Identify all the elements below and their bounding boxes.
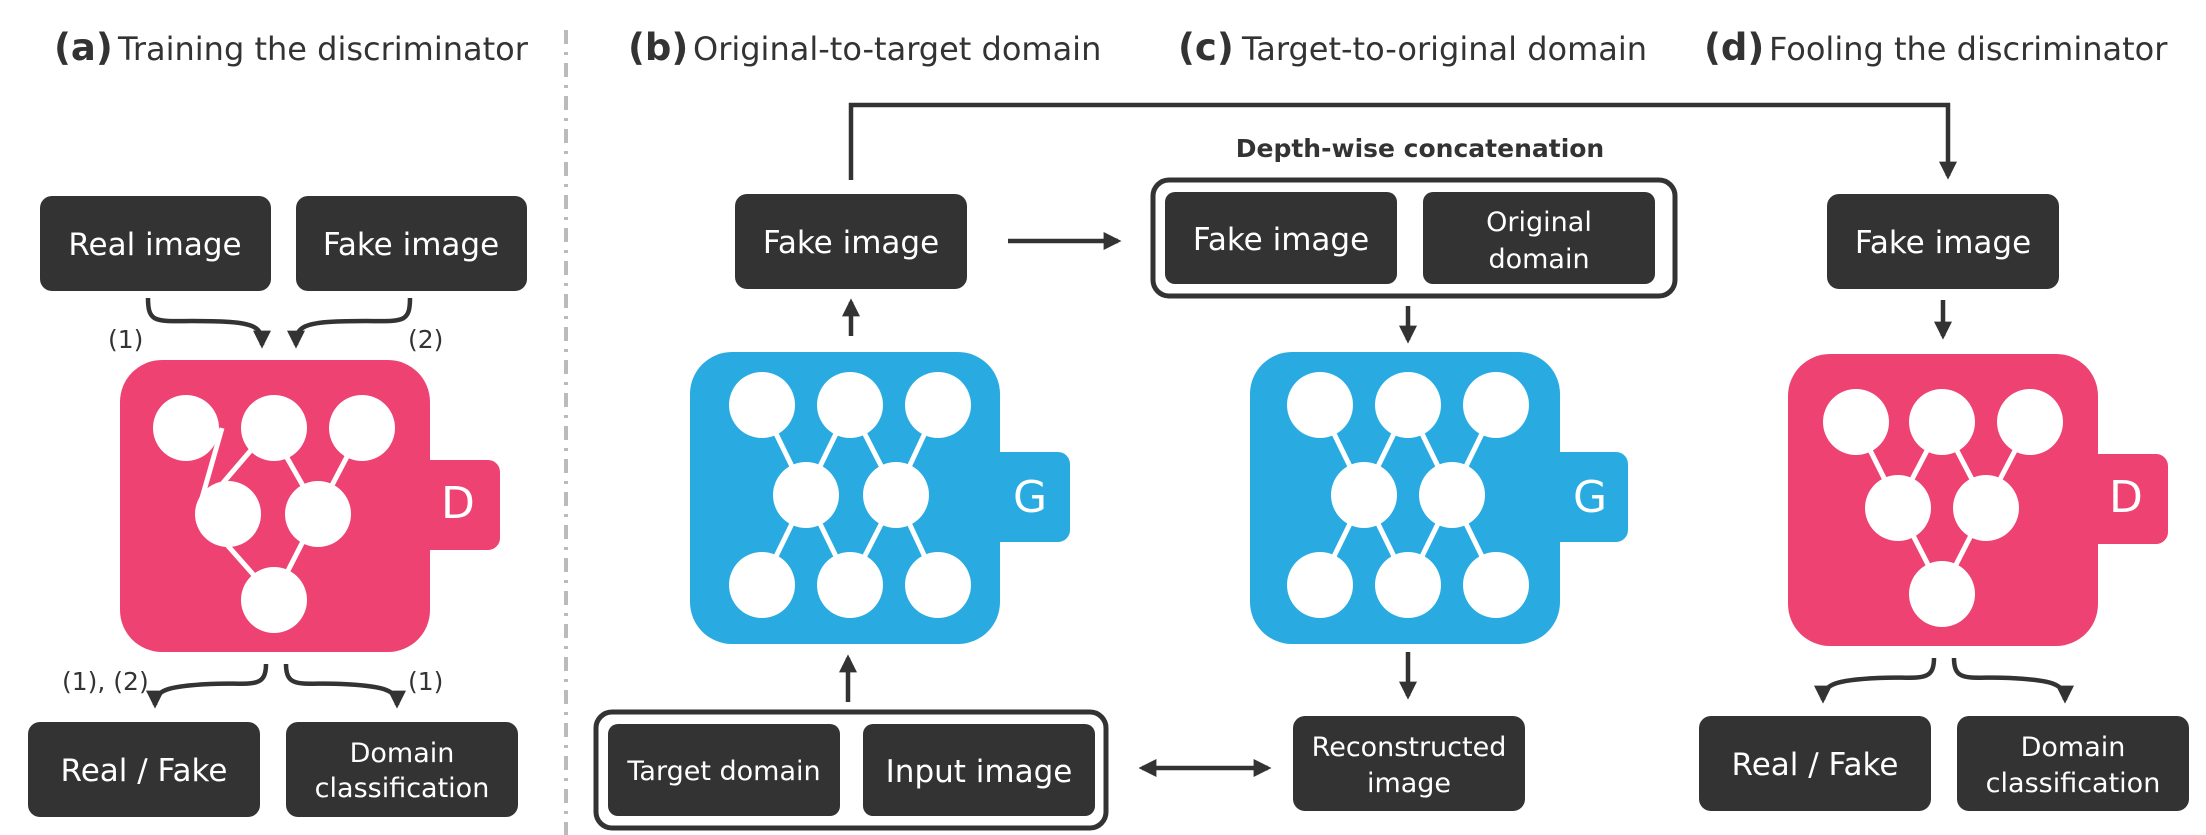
g-node: [1331, 462, 1397, 528]
arrow-real-to-d: [145, 297, 271, 349]
reconstructed-image-box: [1293, 716, 1525, 811]
b-fake-image-box: [735, 194, 967, 289]
panel-b-title: Original-to-target domain: [693, 30, 1101, 68]
discriminator-tab: [410, 460, 500, 550]
arrow-d-to-domain: [283, 663, 406, 709]
arrow-fake-to-d: [287, 297, 413, 349]
panel-a-tag: (a): [54, 26, 113, 69]
target-domain-box: [608, 724, 840, 816]
label-out-left: (1), (2): [62, 667, 149, 696]
d-node: [195, 481, 261, 547]
g-node: [905, 552, 971, 618]
domain-classification-label-1: Domain: [350, 738, 455, 769]
generator-network-c: G: [1250, 352, 1628, 644]
real-fake-label: Real / Fake: [61, 753, 228, 789]
input-image-box: [863, 724, 1095, 816]
d-node: [1909, 389, 1975, 455]
generator-network-b: G: [690, 352, 1070, 644]
d-domain-classification-label-2: classification: [1986, 768, 2161, 799]
d-domain-classification-label-1: Domain: [2021, 732, 2126, 763]
d-fake-image-box: [1827, 194, 2059, 289]
g-node: [773, 462, 839, 528]
d-node: [1997, 389, 2063, 455]
panel-a-title: Training the discriminator: [117, 30, 529, 68]
d-node: [1909, 561, 1975, 627]
panel-c: (c) Target-to-original domain Depth-wise…: [1150, 26, 1678, 811]
panel-c-tag: (c): [1178, 26, 1234, 69]
concat-group-outline: [1150, 177, 1678, 299]
g-node: [817, 372, 883, 438]
d-real-fake-box: [1699, 716, 1931, 811]
g-node: [905, 372, 971, 438]
domain-classification-box: [286, 722, 518, 817]
g-node: [1287, 552, 1353, 618]
g-node: [1463, 372, 1529, 438]
generator-tab: [1538, 452, 1628, 542]
discriminator-network-d: D: [1788, 354, 2168, 646]
g-node: [1463, 552, 1529, 618]
discriminator-network: D: [120, 360, 500, 652]
reconstructed-label-2: image: [1367, 768, 1451, 799]
arrow-d-to-domain: [1951, 657, 2074, 704]
arrow-d-to-realfake: [146, 663, 269, 709]
d-node: [285, 481, 351, 547]
d-node: [1953, 475, 2019, 541]
g-node: [1375, 372, 1441, 438]
fake-image-box: [296, 196, 527, 291]
panel-d-tag: (d): [1704, 26, 1764, 69]
real-fake-box: [28, 722, 260, 817]
input-image-label: Input image: [886, 754, 1073, 790]
generator-letter: G: [1013, 472, 1047, 523]
target-domain-label: Target domain: [626, 756, 820, 787]
fake-image-label: Fake image: [323, 227, 499, 263]
label-1-left: (1): [108, 325, 143, 354]
g-node: [863, 462, 929, 528]
d-domain-classification-box: [1957, 716, 2189, 811]
generator-letter: G: [1573, 472, 1607, 523]
g-node: [1375, 552, 1441, 618]
real-image-label: Real image: [68, 227, 241, 263]
arrow-fake-to-discriminator: [848, 102, 1957, 180]
d-node: [241, 567, 307, 633]
discriminator-letter: D: [2109, 472, 2143, 523]
discriminator-letter: D: [441, 478, 475, 529]
g-node: [729, 372, 795, 438]
arrow-d-to-realfake: [1814, 657, 1937, 704]
original-domain-box: [1423, 192, 1655, 284]
reconstructed-label-1: Reconstructed: [1312, 732, 1507, 763]
d-fake-image-label: Fake image: [1855, 225, 2031, 261]
c-fake-image-label: Fake image: [1193, 222, 1369, 258]
input-group-outline: [593, 709, 1109, 831]
c-fake-image-box: [1165, 192, 1397, 284]
label-2-right: (2): [408, 325, 443, 354]
label-out-right: (1): [408, 667, 443, 696]
g-node: [1287, 372, 1353, 438]
panel-d: (d) Fooling the discriminator Fake image…: [1699, 26, 2189, 811]
original-domain-label-1: Original: [1486, 207, 1592, 238]
d-node: [241, 395, 307, 461]
generator-tab: [980, 452, 1070, 542]
concat-label: Depth-wise concatenation: [1236, 134, 1604, 163]
panel-d-title: Fooling the discriminator: [1769, 30, 2168, 68]
discriminator-tab: [2078, 454, 2168, 544]
g-node: [1419, 462, 1485, 528]
b-fake-image-label: Fake image: [763, 225, 939, 261]
original-domain-label-2: domain: [1488, 244, 1589, 275]
real-image-box: [40, 196, 271, 291]
panel-a: (a) Training the discriminator Real imag…: [28, 26, 529, 817]
d-node: [1823, 389, 1889, 455]
panel-b: (b) Original-to-target domain Fake image…: [593, 26, 1272, 831]
d-node: [1865, 475, 1931, 541]
panel-c-title: Target-to-original domain: [1241, 30, 1647, 68]
g-node: [817, 552, 883, 618]
d-real-fake-label: Real / Fake: [1732, 747, 1899, 783]
d-node: [329, 395, 395, 461]
panel-b-tag: (b): [628, 26, 688, 69]
g-node: [729, 552, 795, 618]
d-node: [153, 395, 219, 461]
domain-classification-label-2: classification: [315, 773, 490, 804]
